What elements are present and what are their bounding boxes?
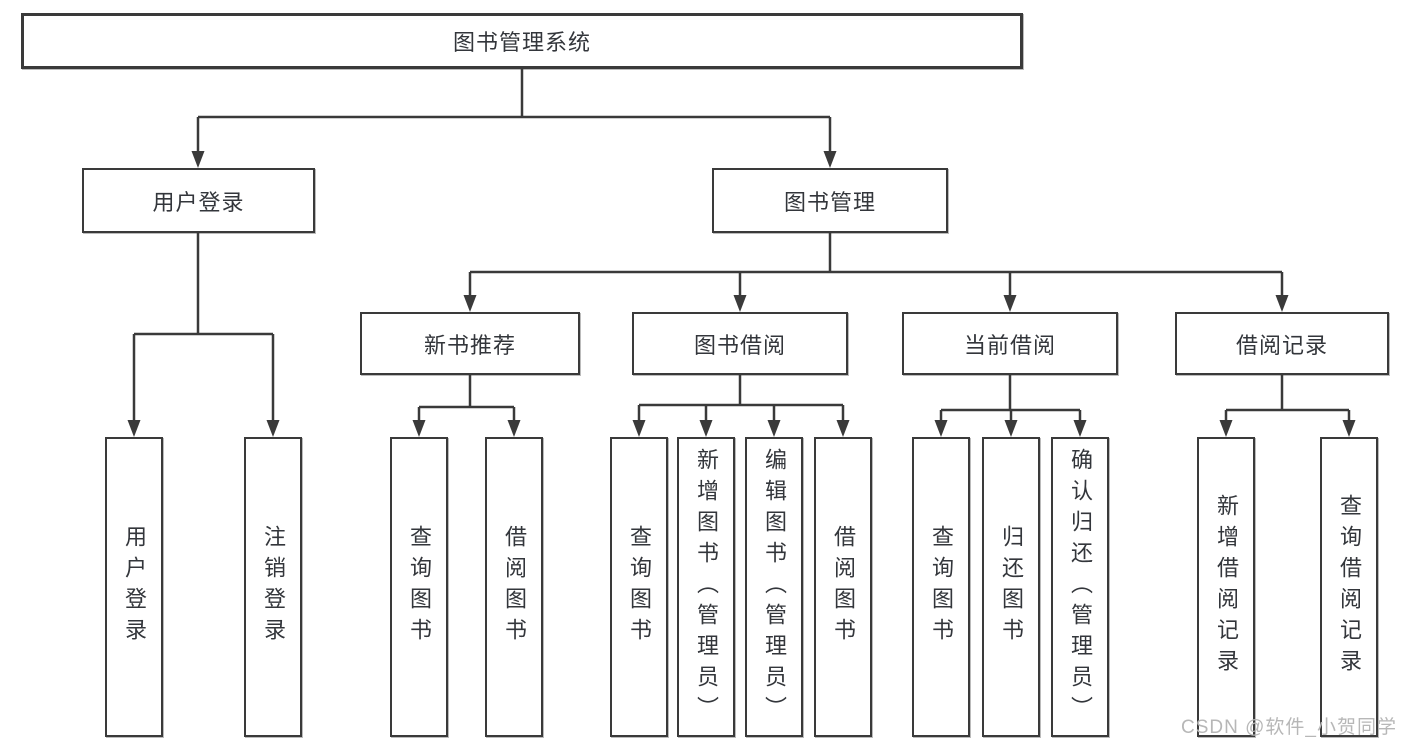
node-book-management-branch: 图书管理 — [712, 168, 948, 233]
node-leaf-logout: 注销登录 — [244, 437, 302, 737]
connector-borrow-records-to-leaves — [1224, 375, 1351, 422]
node-library-system: 图书管理系统 — [21, 13, 1023, 69]
csdn-watermark: CSDN @软件_小贺同学 — [1181, 717, 1397, 738]
node-borrow-records: 借阅记录 — [1175, 312, 1389, 375]
leaf-label: 查询借阅记录 — [1337, 494, 1362, 680]
connector-book-mgmt-to-level3 — [468, 233, 1284, 298]
leaf-label: 借阅图书 — [502, 525, 527, 649]
node-leaf-borrow-books-1: 借阅图书 — [485, 437, 543, 737]
node-leaf-confirm-return-admin: 确认归还（管理员） — [1051, 437, 1109, 737]
node-leaf-add-borrow-record: 新增借阅记录 — [1197, 437, 1255, 737]
node-user-login-branch: 用户登录 — [82, 168, 315, 233]
node-leaf-query-books-3: 查询图书 — [912, 437, 970, 737]
leaf-label: 借阅图书 — [831, 525, 856, 649]
leaf-label: 查询图书 — [929, 525, 954, 649]
node-leaf-query-books-2: 查询图书 — [610, 437, 668, 737]
node-leaf-edit-books-admin: 编辑图书（管理员） — [745, 437, 803, 737]
node-leaf-query-borrow-record: 查询借阅记录 — [1320, 437, 1378, 737]
leaf-label: 归还图书 — [999, 525, 1024, 649]
leaf-label: 编辑图书（管理员） — [762, 447, 787, 727]
node-leaf-add-books-admin: 新增图书（管理员） — [677, 437, 735, 737]
connector-user-login-to-leaves — [132, 233, 275, 422]
connector-new-book-to-leaves — [417, 375, 516, 422]
connector-root-to-level2 — [196, 69, 832, 153]
leaf-label: 确认归还（管理员） — [1068, 447, 1093, 727]
leaf-label: 查询图书 — [407, 525, 432, 649]
leaf-label: 新增图书（管理员） — [694, 447, 719, 727]
node-leaf-borrow-books-2: 借阅图书 — [814, 437, 872, 737]
leaf-label: 注销登录 — [261, 525, 286, 649]
node-current-borrow: 当前借阅 — [902, 312, 1118, 375]
node-new-book-recommend: 新书推荐 — [360, 312, 580, 375]
leaf-label: 新增借阅记录 — [1214, 494, 1239, 680]
node-leaf-user-login: 用户登录 — [105, 437, 163, 737]
node-leaf-query-books-1: 查询图书 — [390, 437, 448, 737]
connector-current-borrow-to-leaves — [939, 375, 1082, 422]
leaf-label: 查询图书 — [627, 525, 652, 649]
leaf-label: 用户登录 — [122, 525, 147, 649]
connector-book-borrow-to-leaves — [637, 375, 845, 422]
node-book-borrow: 图书借阅 — [632, 312, 848, 375]
arrowheads — [127, 151, 1356, 437]
node-leaf-return-books: 归还图书 — [982, 437, 1040, 737]
